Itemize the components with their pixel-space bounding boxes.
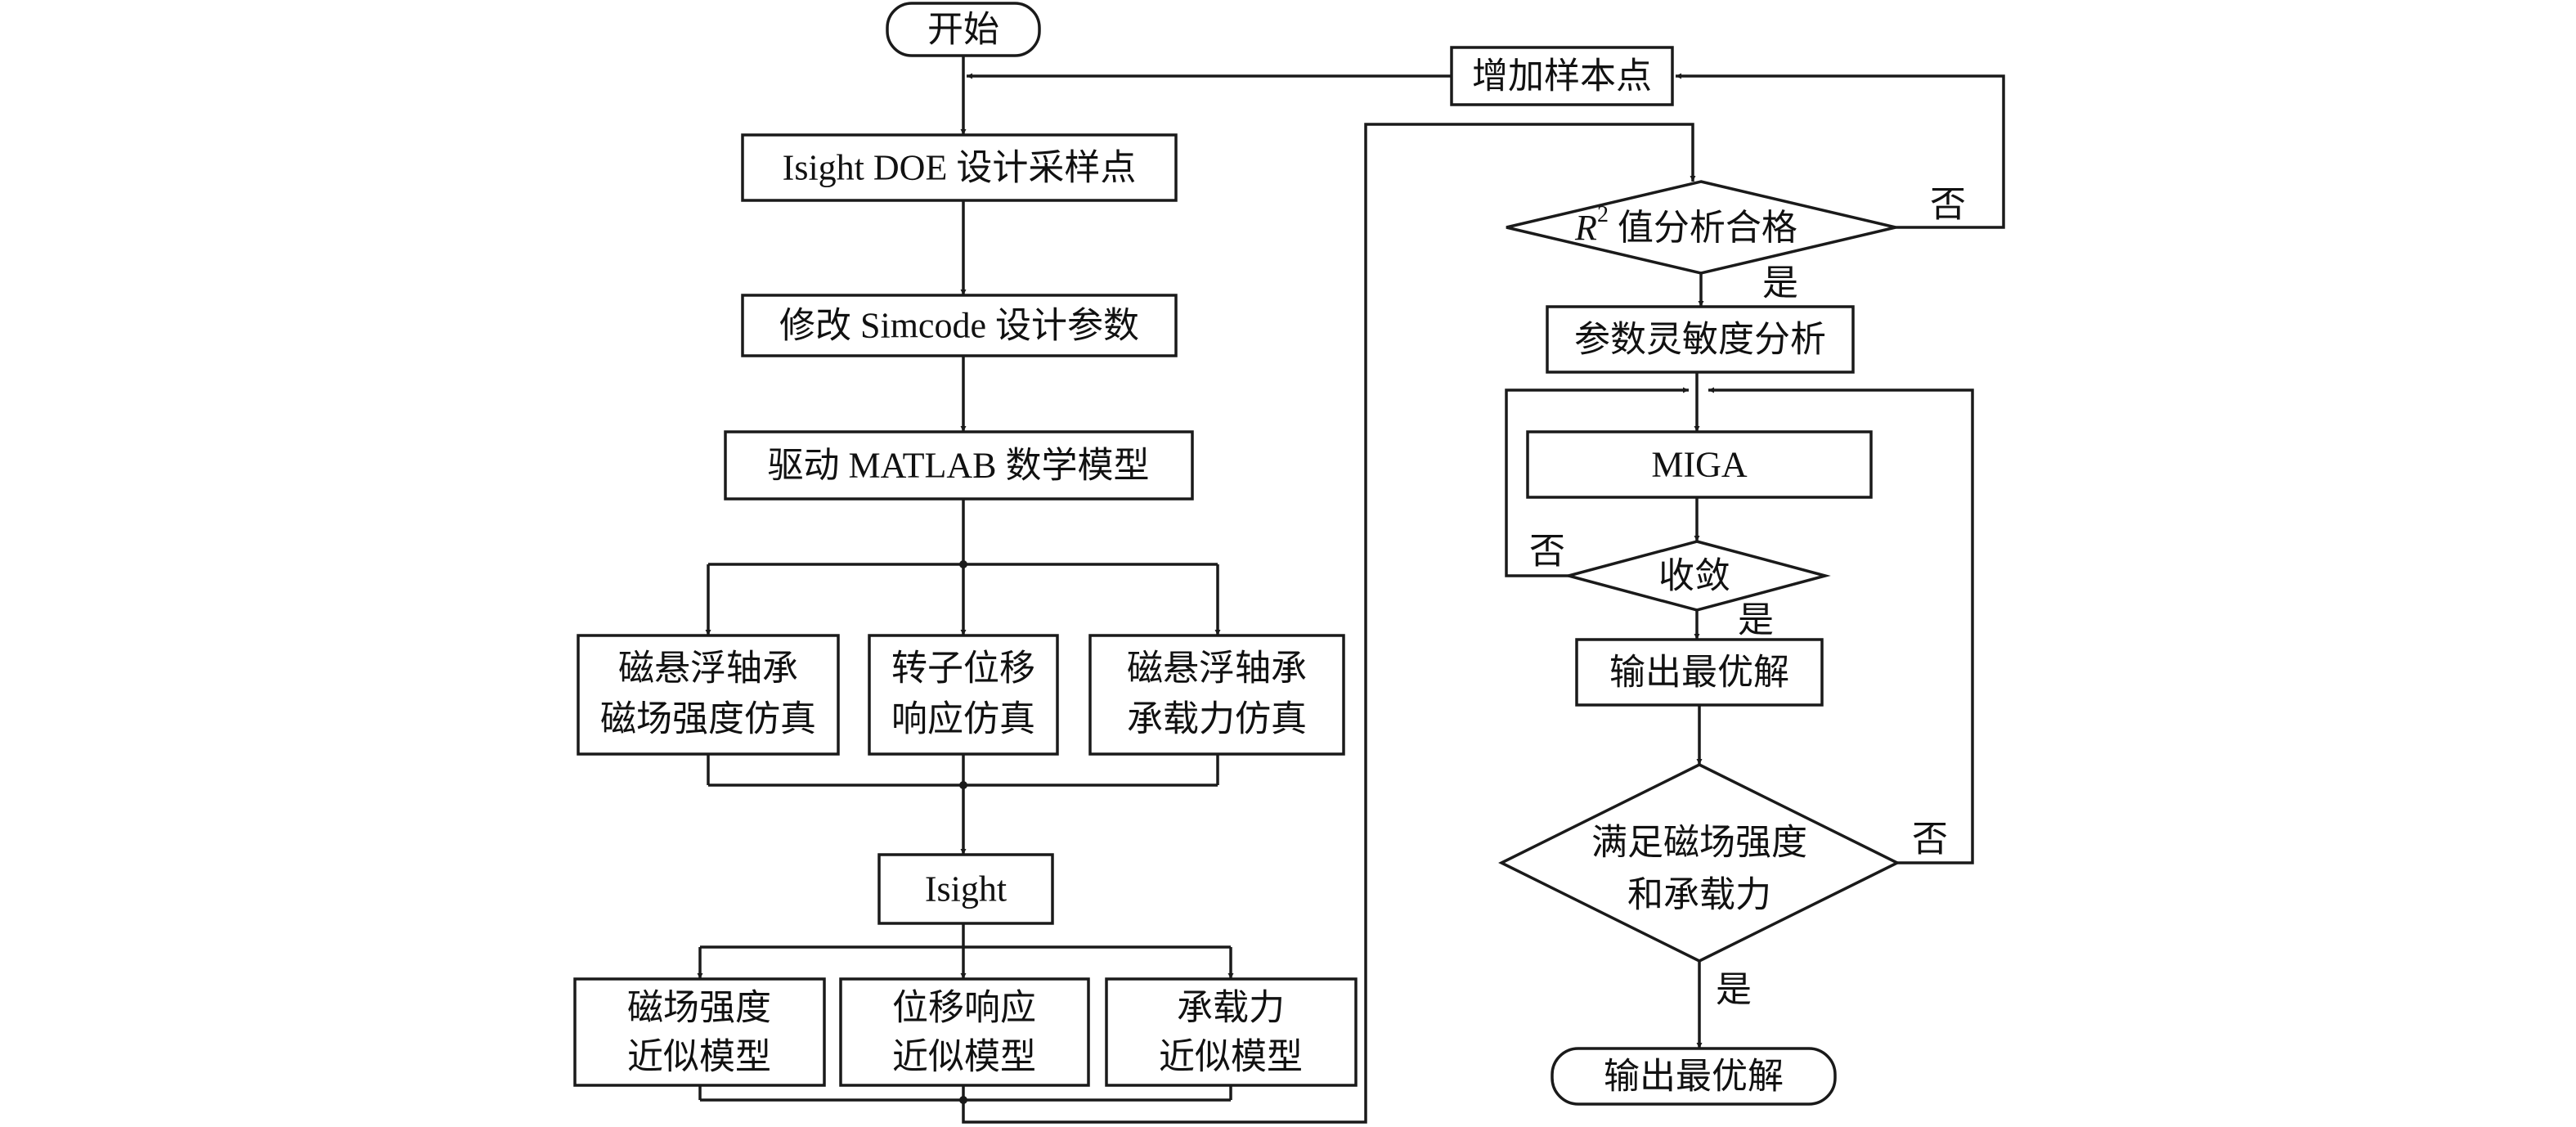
r2-rest: 值分析合格 (1609, 208, 1797, 248)
miga-node: MIGA (1526, 430, 1873, 499)
modify-node: 修改 Simcode 设计参数 (741, 294, 1178, 357)
satisfy-decision: 满足磁场强度 和承载力 (1498, 763, 1901, 963)
sim3-line2: 承载力仿真 (1127, 699, 1307, 739)
r2-label: R2 值分析合格 (1574, 202, 1797, 248)
drive-node: 驱动 MATLAB 数学模型 (724, 430, 1194, 501)
modify-label: 修改 Simcode 设计参数 (779, 306, 1139, 346)
add-samples-label: 增加样本点 (1472, 56, 1652, 97)
edge-converge-no (1505, 387, 1689, 577)
edge-r2-no (1676, 73, 2005, 229)
r2-no-label: 否 (1930, 185, 1966, 225)
sim2-node: 转子位移 响应仿真 (868, 634, 1059, 756)
approx1-line2: 近似模型 (627, 1037, 771, 1077)
converge-yes-label: 是 (1738, 600, 1774, 640)
approx2-line1: 位移响应 (892, 988, 1036, 1028)
drive-label: 驱动 MATLAB 数学模型 (768, 446, 1150, 486)
start-label: 开始 (927, 10, 999, 50)
add-samples-node: 增加样本点 (1450, 46, 1674, 106)
r2-var: R (1574, 208, 1597, 248)
end-node: 输出最优解 (1551, 1047, 1837, 1106)
end-label: 输出最优解 (1604, 1057, 1784, 1097)
approx3-line2: 近似模型 (1159, 1037, 1303, 1077)
miga-label: MIGA (1651, 445, 1748, 485)
sensitivity-label: 参数灵敏度分析 (1574, 320, 1826, 360)
sensitivity-node: 参数灵敏度分析 (1546, 305, 1855, 374)
approx3-line1: 承载力 (1177, 988, 1285, 1028)
approx1-line1: 磁场强度 (627, 988, 771, 1028)
approx3-node: 承载力 近似模型 (1105, 977, 1358, 1087)
satisfy-no-label: 否 (1912, 819, 1948, 860)
r2-yes-label: 是 (1762, 263, 1798, 303)
sim2-line1: 转子位移 (891, 649, 1035, 689)
edge-approx-to-r2 (962, 123, 1696, 1124)
converge-decision: 收敛 (1563, 540, 1831, 612)
edge-satisfy-no (1708, 387, 1974, 864)
sim3-node: 磁悬浮轴承 承载力仿真 (1088, 634, 1345, 756)
sim1-line1: 磁悬浮轴承 (618, 649, 798, 689)
r2-sup: 2 (1597, 202, 1609, 227)
output-node: 输出最优解 (1575, 638, 1824, 707)
satisfy-line1: 满足磁场强度 (1591, 823, 1807, 863)
doe-node: Isight DOE 设计采样点 (741, 133, 1178, 202)
sim3-line1: 磁悬浮轴承 (1127, 649, 1307, 689)
start-node: 开始 (886, 2, 1041, 57)
satisfy-line2: 和承载力 (1627, 875, 1771, 915)
approx2-line2: 近似模型 (892, 1037, 1036, 1077)
sim1-node: 磁悬浮轴承 磁场强度仿真 (577, 634, 840, 756)
converge-label: 收敛 (1658, 556, 1730, 596)
sim1-line2: 磁场强度仿真 (600, 699, 816, 739)
converge-no-label: 否 (1529, 532, 1565, 572)
approx2-node: 位移响应 近似模型 (839, 977, 1090, 1087)
approx1-node: 磁场强度 近似模型 (573, 977, 826, 1087)
output-label: 输出最优解 (1609, 653, 1789, 693)
sim2-line2: 响应仿真 (891, 699, 1035, 739)
isight-label: Isight (925, 869, 1007, 909)
satisfy-yes-label: 是 (1716, 970, 1752, 1010)
isight-node: Isight (877, 853, 1054, 925)
doe-label: Isight DOE 设计采样点 (783, 148, 1137, 188)
r2-decision: R2 值分析合格 (1506, 180, 1896, 275)
